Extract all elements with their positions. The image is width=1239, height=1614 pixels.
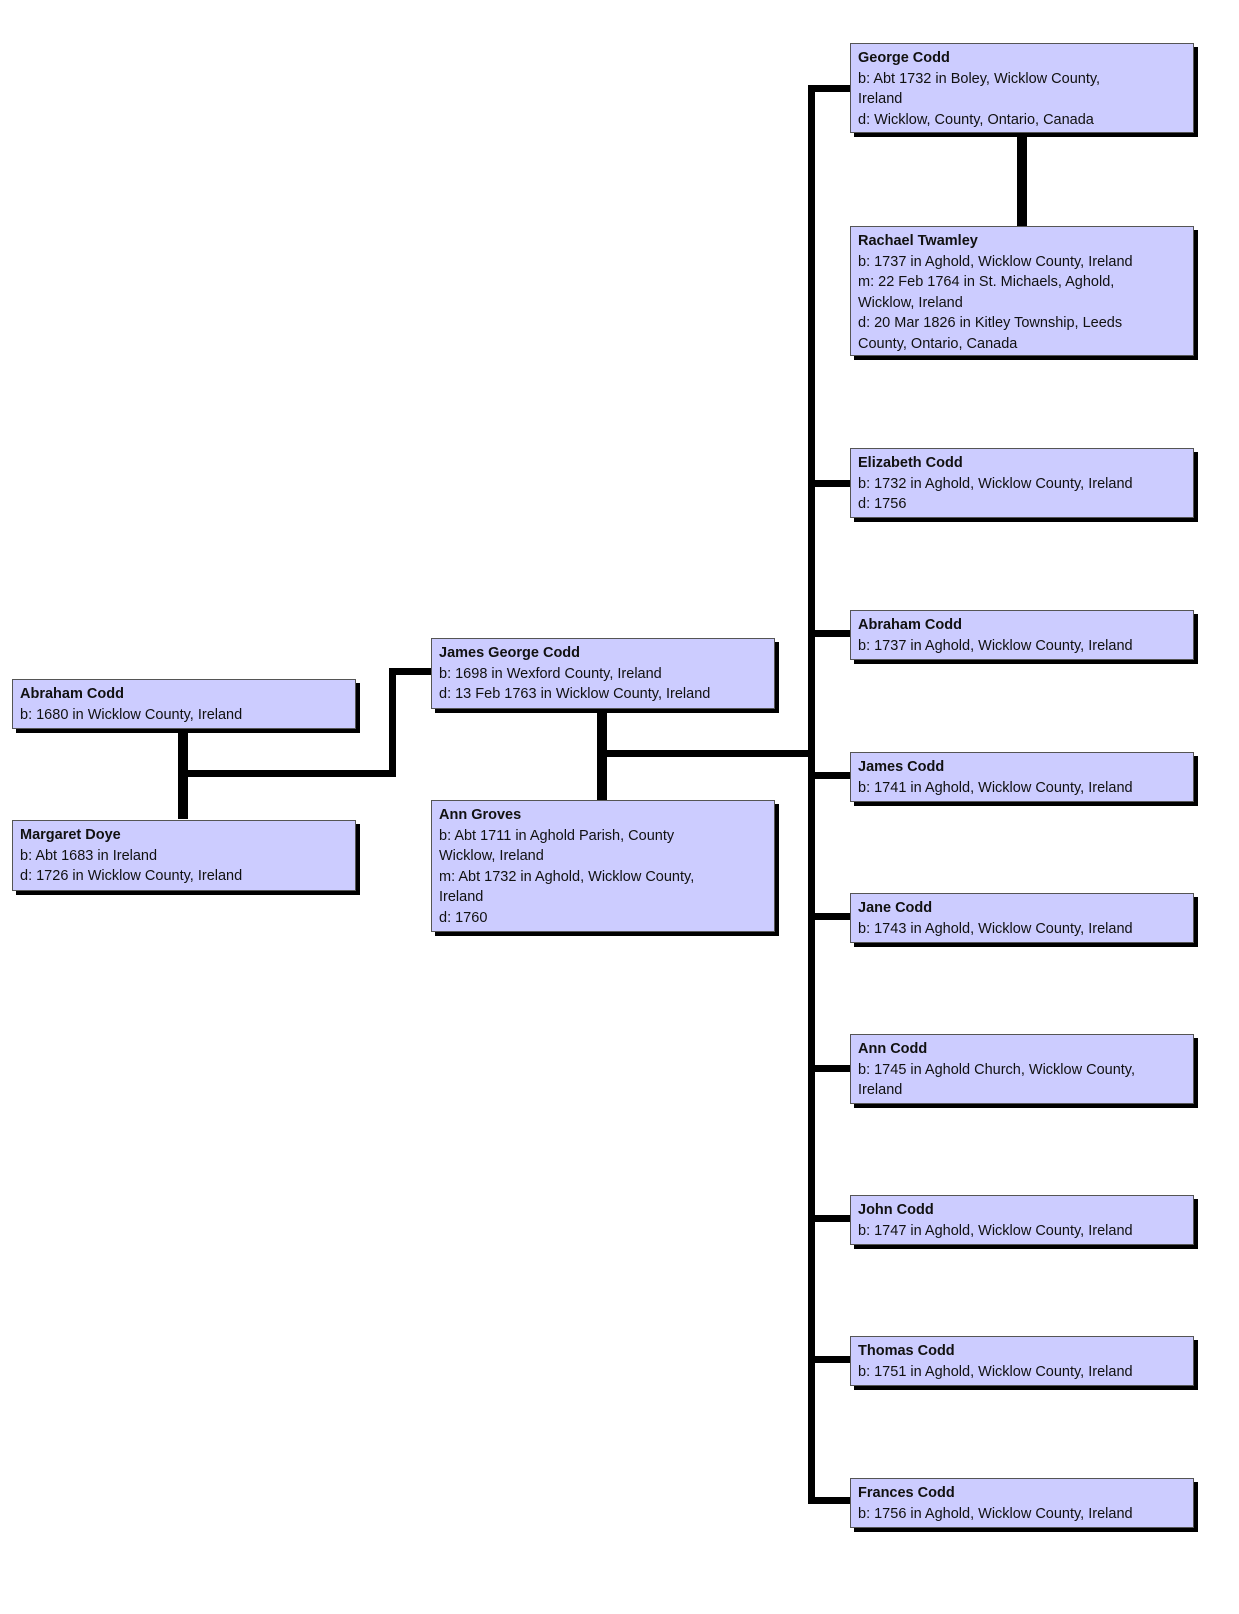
person-card-rachael-twamley[interactable]: Rachael Twamley b: 1737 in Aghold, Wickl… <box>850 226 1194 356</box>
person-detail: b: 1737 in Aghold, Wicklow County, Irela… <box>858 637 1133 654</box>
person-name: James George Codd <box>439 645 581 661</box>
person-detail: b: Abt 1683 in Ireland <box>20 847 158 864</box>
person-detail: b: 1747 in Aghold, Wicklow County, Irela… <box>858 1222 1133 1239</box>
person-name: Elizabeth Codd <box>858 455 963 471</box>
person-card-thomas-codd[interactable]: Thomas Codd b: 1751 in Aghold, Wicklow C… <box>850 1336 1194 1386</box>
person-card-abraham-codd[interactable]: Abraham Codd b: 1737 in Aghold, Wicklow … <box>850 610 1194 660</box>
person-name: Frances Codd <box>858 1485 955 1501</box>
person-name: Ann Groves <box>439 807 522 823</box>
spouse-connector-george-rachael <box>1017 133 1027 226</box>
child-branch-james <box>808 772 850 779</box>
person-detail: b: 1741 in Aghold, Wicklow County, Irela… <box>858 779 1133 796</box>
person-name: Rachael Twamley <box>858 233 978 249</box>
person-card-james-george-codd[interactable]: James George Codd b: 1698 in Wexford Cou… <box>431 638 775 709</box>
person-card-john-codd[interactable]: John Codd b: 1747 in Aghold, Wicklow Cou… <box>850 1195 1194 1245</box>
person-card-abraham-codd-sr[interactable]: Abraham Codd b: 1680 in Wicklow County, … <box>12 679 356 729</box>
child-branch-jane <box>808 913 850 920</box>
person-card-frances-codd[interactable]: Frances Codd b: 1756 in Aghold, Wicklow … <box>850 1478 1194 1528</box>
person-detail: Ireland <box>858 1082 903 1098</box>
person-card-ann-groves[interactable]: Ann Groves b: Abt 1711 in Aghold Parish,… <box>431 800 775 932</box>
person-detail: Wicklow, Ireland <box>858 294 963 311</box>
person-detail: b: 1745 in Aghold Church, Wicklow County… <box>858 1061 1135 1078</box>
parents-to-child-connector <box>183 770 394 777</box>
person-name: James Codd <box>858 759 945 775</box>
parents-to-child-connector-top <box>389 668 432 675</box>
person-card-ann-codd[interactable]: Ann Codd b: 1745 in Aghold Church, Wickl… <box>850 1034 1194 1104</box>
person-detail: b: 1756 in Aghold, Wicklow County, Irela… <box>858 1505 1133 1522</box>
person-detail: d: 1760 <box>439 909 488 926</box>
person-card-george-codd[interactable]: George Codd b: Abt 1732 in Boley, Wicklo… <box>850 43 1194 133</box>
child-branch-ann <box>808 1065 850 1072</box>
family-to-children-connector <box>602 750 814 757</box>
person-detail: b: 1751 in Aghold, Wicklow County, Irela… <box>858 1363 1133 1380</box>
child-branch-frances <box>808 1497 850 1504</box>
person-card-james-codd[interactable]: James Codd b: 1741 in Aghold, Wicklow Co… <box>850 752 1194 802</box>
person-detail: b: 1698 in Wexford County, Ireland <box>439 665 662 682</box>
person-name: Thomas Codd <box>858 1343 955 1359</box>
person-detail: County, Ontario, Canada <box>858 335 1018 352</box>
child-branch-george <box>808 85 850 92</box>
person-detail: d: 20 Mar 1826 in Kitley Township, Leeds <box>858 315 1123 331</box>
person-name: Jane Codd <box>858 900 933 916</box>
person-detail: b: Abt 1711 in Aghold Parish, County <box>439 827 675 844</box>
parents-to-child-connector-vertical <box>389 670 396 777</box>
person-detail: d: 1756 <box>858 496 907 512</box>
child-branch-thomas <box>808 1356 850 1363</box>
person-card-jane-codd[interactable]: Jane Codd b: 1743 in Aghold, Wicklow Cou… <box>850 893 1194 943</box>
person-detail: m: Abt 1732 in Aghold, Wicklow County, <box>439 868 695 885</box>
person-detail: Ireland <box>439 889 484 905</box>
person-detail: Ireland <box>858 91 903 107</box>
person-name: Ann Codd <box>858 1041 928 1057</box>
person-name: John Codd <box>858 1202 934 1218</box>
person-detail: d: 13 Feb 1763 in Wicklow County, Irelan… <box>439 686 711 702</box>
child-branch-elizabeth <box>808 480 850 487</box>
person-detail: d: 1726 in Wicklow County, Ireland <box>20 868 243 884</box>
person-detail: b: 1732 in Aghold, Wicklow County, Irela… <box>858 475 1133 492</box>
person-detail: d: Wicklow, County, Ontario, Canada <box>858 111 1094 128</box>
person-card-elizabeth-codd[interactable]: Elizabeth Codd b: 1732 in Aghold, Wicklo… <box>850 448 1194 518</box>
person-name: George Codd <box>858 50 950 66</box>
person-detail: b: 1680 in Wicklow County, Ireland <box>20 706 243 723</box>
person-name: Margaret Doye <box>20 827 121 843</box>
person-detail: b: 1737 in Aghold, Wicklow County, Irela… <box>858 253 1133 270</box>
person-detail: b: 1743 in Aghold, Wicklow County, Irela… <box>858 920 1133 937</box>
child-branch-abraham <box>808 630 850 637</box>
person-name: Abraham Codd <box>20 686 124 702</box>
children-trunk-line <box>808 85 815 1504</box>
person-detail: m: 22 Feb 1764 in St. Michaels, Aghold, <box>858 274 1115 290</box>
person-card-margaret-doye[interactable]: Margaret Doye b: Abt 1683 in Ireland d: … <box>12 820 356 891</box>
child-branch-john <box>808 1215 850 1222</box>
person-detail: Wicklow, Ireland <box>439 848 544 864</box>
person-name: Abraham Codd <box>858 617 962 633</box>
person-detail: b: Abt 1732 in Boley, Wicklow County, <box>858 70 1101 87</box>
